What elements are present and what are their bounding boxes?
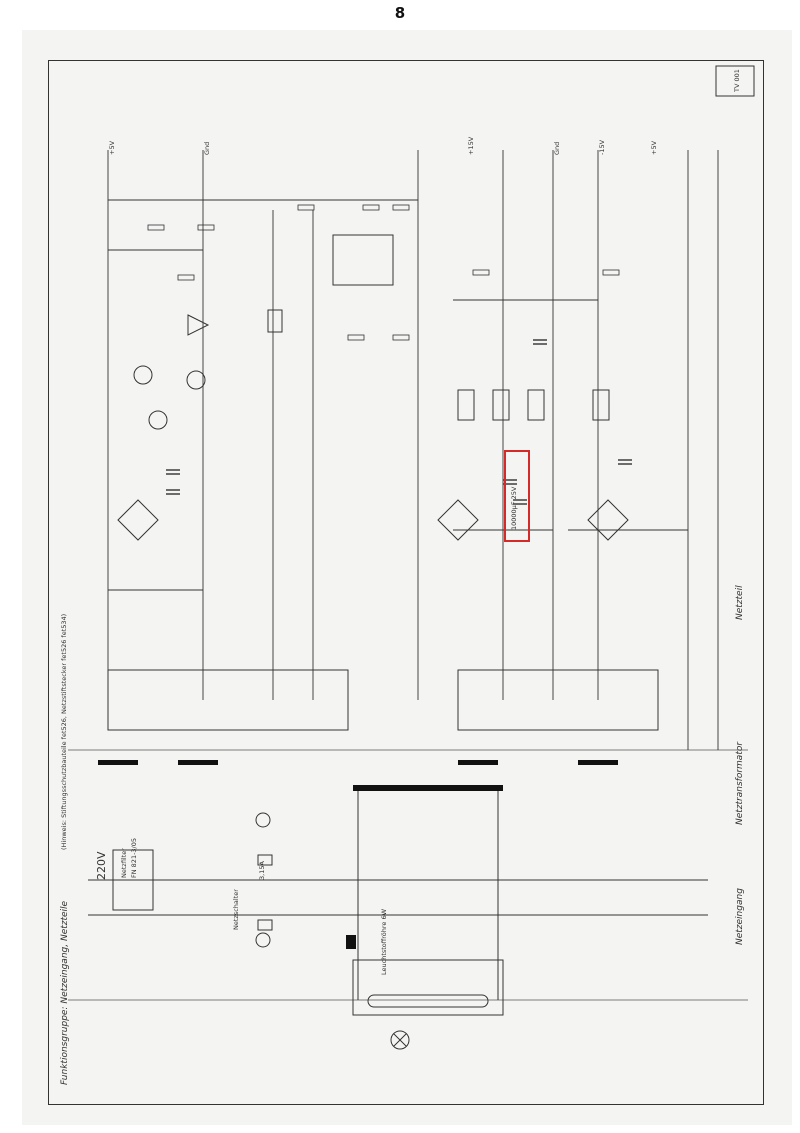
capacitor-icon [166, 339, 632, 505]
rail-label-2: Gnd [203, 141, 211, 155]
transformer-core [353, 785, 503, 791]
highlighted-capacitor-value: 10000µF 25V [510, 486, 518, 530]
highlighted-capacitor-group [504, 450, 530, 542]
rail-label-4: Gnd [553, 141, 561, 155]
page-number: 8 [394, 4, 406, 22]
transistor-icon [133, 314, 210, 430]
rail-label-5: -15V [598, 139, 606, 155]
sheet-code: TV 001 [733, 69, 741, 92]
fuse-label: 3,15A [258, 861, 266, 880]
scanned-sheet [22, 30, 792, 1125]
lamp-label: Leuchtstoffröhre 6W [380, 908, 388, 975]
mains-voltage: 220V [95, 851, 108, 880]
mains-switch-label: Netzschalter [232, 889, 240, 930]
function-group-note: (Hinweis: Stiftungsschutzbauteile fet526… [60, 613, 68, 850]
function-group-title: Funktionsgruppe: Netzeingang, Netzteile [60, 900, 70, 1085]
mains-filter-name: Netzfilter [120, 848, 128, 878]
rail-label-6: +5V [650, 140, 658, 155]
drawing-frame [48, 60, 764, 1105]
rail-label-3: +15V [467, 136, 475, 155]
section-netzteil: Netzteil [735, 585, 745, 620]
mains-filter-type: FN 821-3/05 [130, 837, 138, 878]
section-netzeingang: Netzeingang [735, 888, 745, 945]
schematic-diagram [68, 65, 755, 1050]
rectifier-bridge-icon [117, 499, 629, 541]
supply-rails [107, 150, 719, 750]
section-netztransformator: Netztransformator [735, 741, 745, 825]
rail-label-1: +5V [108, 140, 116, 155]
lamp-icon [255, 812, 410, 1050]
